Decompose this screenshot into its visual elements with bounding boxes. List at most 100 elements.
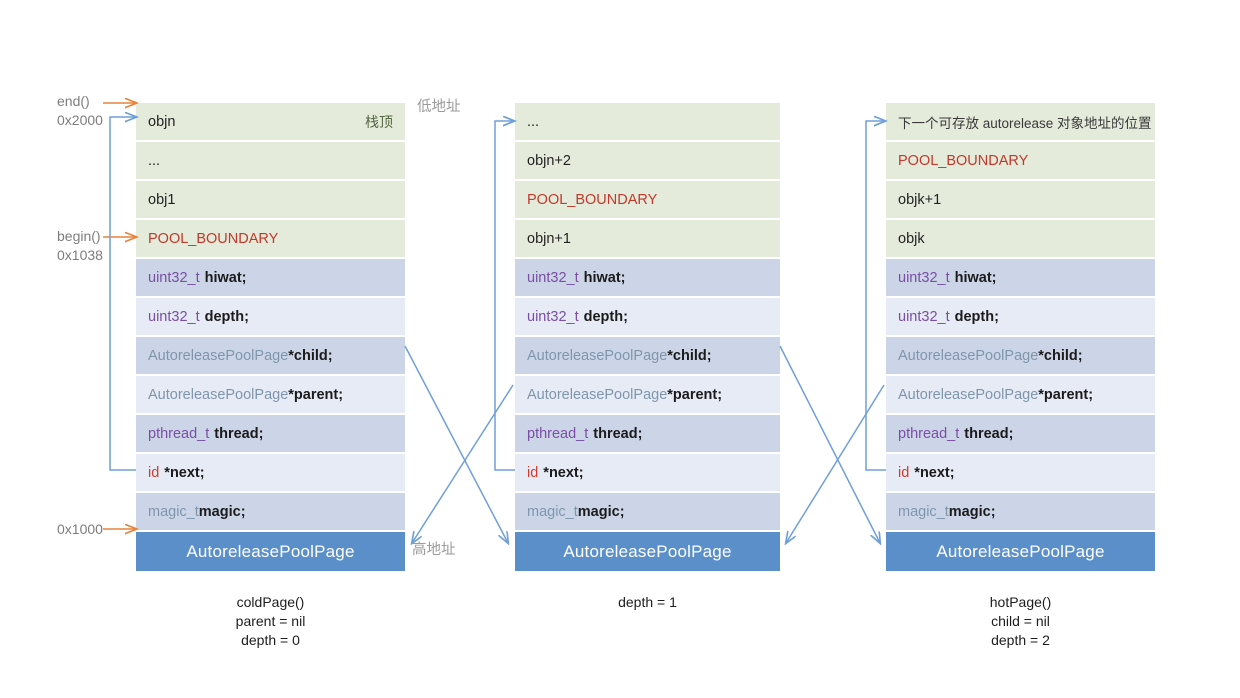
caption-line: hotPage(): [989, 594, 1052, 610]
field-type: uint32_t: [148, 308, 200, 325]
row-text: objk: [898, 230, 925, 247]
memory-row-col3-0: 下一个可存放 autorelease 对象地址的位置: [886, 103, 1155, 140]
memory-row-col2-0: ...: [515, 103, 780, 140]
field-type: AutoreleasePoolPage: [527, 347, 668, 364]
field-type: pthread_t: [148, 425, 210, 442]
field-type: uint32_t: [898, 269, 950, 286]
pool-boundary-label: POOL_BOUNDARY: [898, 152, 1029, 169]
memory-row-col1-0: objn 栈顶: [136, 103, 405, 140]
field-type: uint32_t: [527, 269, 579, 286]
field-name: *parent;: [1038, 386, 1094, 403]
field-type: pthread_t: [898, 425, 960, 442]
field-name: thread;: [214, 425, 264, 442]
page-footer-col1: AutoreleasePoolPage: [136, 532, 405, 571]
memory-row-col2-2: POOL_BOUNDARY: [515, 181, 780, 218]
field-name: hiwat;: [204, 269, 247, 286]
memory-row-col2-6: AutoreleasePoolPage*child;: [515, 337, 780, 374]
page-footer-col2: AutoreleasePoolPage: [515, 532, 780, 571]
field-name: magic;: [577, 503, 625, 520]
memory-row-col3-9: id*next;: [886, 454, 1155, 491]
address-label-base: 0x1000: [57, 520, 103, 539]
field-type: pthread_t: [527, 425, 589, 442]
memory-row-col1-2: obj1: [136, 181, 405, 218]
row-text: objn: [148, 113, 176, 130]
memory-row-col2-3: objn+1: [515, 220, 780, 257]
field-type: magic_t: [898, 503, 949, 520]
caption-column-2: depth = 1: [515, 593, 780, 612]
memory-row-col2-1: objn+2: [515, 142, 780, 179]
address-label-base-addr: 0x1000: [57, 521, 103, 537]
pool-boundary-label: POOL_BOUNDARY: [527, 191, 658, 208]
row-text: ...: [148, 152, 161, 169]
high-address-note: 高地址: [412, 542, 456, 558]
field-type: uint32_t: [898, 308, 950, 325]
field-name: *next;: [914, 464, 955, 481]
field-name: depth;: [204, 308, 249, 325]
parent-link-col3-to-col2: [786, 384, 885, 543]
field-name: *child;: [288, 347, 333, 364]
field-type: id: [898, 464, 910, 481]
memory-row-col3-1: POOL_BOUNDARY: [886, 142, 1155, 179]
field-type: AutoreleasePoolPage: [898, 386, 1039, 403]
field-name: depth;: [954, 308, 999, 325]
field-type: magic_t: [527, 503, 578, 520]
parent-link-col2-to-col1: [412, 384, 514, 543]
memory-row-col3-3: objk: [886, 220, 1155, 257]
address-label-begin-fn: begin(): [57, 228, 101, 244]
field-type: magic_t: [148, 503, 199, 520]
row-text: objn+2: [527, 152, 571, 169]
field-type: uint32_t: [527, 308, 579, 325]
row-text: obj1: [148, 191, 176, 208]
stack-top-tag: 栈顶: [365, 113, 393, 130]
row-text: ...: [527, 113, 540, 130]
field-type: id: [148, 464, 160, 481]
memory-row-col1-3: POOL_BOUNDARY: [136, 220, 405, 257]
field-type: AutoreleasePoolPage: [527, 386, 668, 403]
row-text: 下一个可存放 autorelease 对象地址的位置: [898, 115, 1152, 131]
field-name: thread;: [593, 425, 643, 442]
child-link-col2-to-col3: [779, 345, 880, 543]
field-type: AutoreleasePoolPage: [148, 347, 289, 364]
caption-line: depth = 1: [618, 594, 677, 610]
next-pointer-col3: [865, 121, 886, 471]
memory-row-col1-1: ...: [136, 142, 405, 179]
memory-row-col1-7: AutoreleasePoolPage*parent;: [136, 376, 405, 413]
next-pointer-col1: [109, 117, 136, 471]
memory-row-col3-7: AutoreleasePoolPage*parent;: [886, 376, 1155, 413]
field-name: depth;: [583, 308, 628, 325]
field-name: *child;: [1038, 347, 1083, 364]
address-label-end: end() 0x2000: [57, 92, 103, 130]
address-label-end-fn: end(): [57, 93, 90, 109]
address-label-begin: begin() 0x1038: [57, 227, 103, 265]
memory-row-col1-9: id*next;: [136, 454, 405, 491]
caption-line: child = nil: [991, 613, 1050, 629]
pool-boundary-label: POOL_BOUNDARY: [148, 230, 279, 247]
field-name: *next;: [543, 464, 584, 481]
field-name: *child;: [667, 347, 712, 364]
caption-line: depth = 2: [991, 632, 1050, 648]
caption-column-3: hotPage() child = nil depth = 2: [886, 593, 1155, 650]
field-name: hiwat;: [954, 269, 997, 286]
page-footer-col3: AutoreleasePoolPage: [886, 532, 1155, 571]
row-text: objk+1: [898, 191, 942, 208]
field-name: *parent;: [288, 386, 344, 403]
address-label-begin-addr: 0x1038: [57, 247, 103, 263]
memory-row-col2-9: id*next;: [515, 454, 780, 491]
field-type: AutoreleasePoolPage: [898, 347, 1039, 364]
field-name: magic;: [948, 503, 996, 520]
memory-row-col2-7: AutoreleasePoolPage*parent;: [515, 376, 780, 413]
